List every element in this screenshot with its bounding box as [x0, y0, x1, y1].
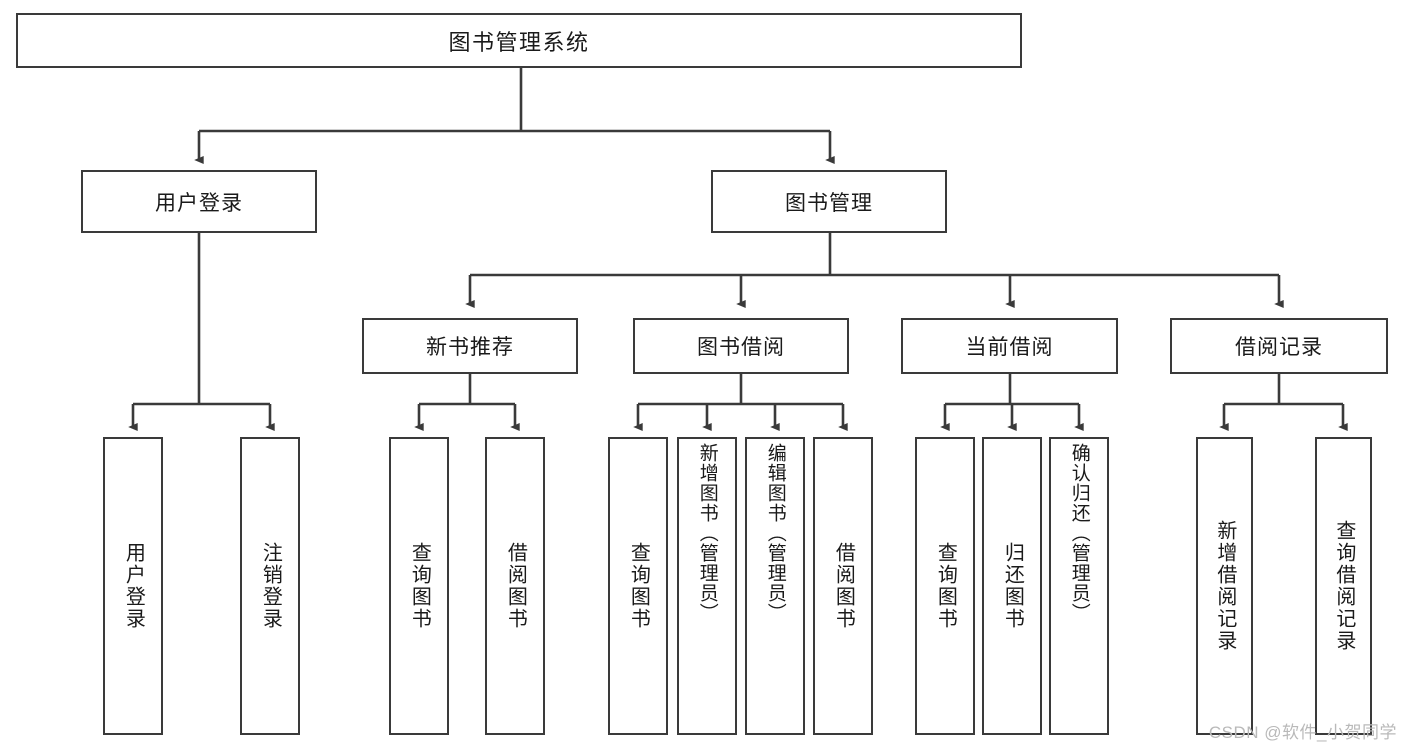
node-label: 用户登录 — [155, 191, 243, 215]
leaf-borrow-record-add-record[interactable]: 新增借阅记录 — [1196, 437, 1253, 735]
leaf-label: 查询图书 — [934, 542, 957, 630]
node-book-borrow[interactable]: 图书借阅 — [633, 318, 849, 374]
node-new-book-recommend[interactable]: 新书推荐 — [362, 318, 578, 374]
node-label: 图书管理 — [785, 191, 873, 215]
leaf-label: 查询图书 — [408, 542, 431, 630]
leaf-current-borrow-confirm-return-admin[interactable]: 确认归还（管理员） — [1049, 437, 1109, 735]
leaf-label: 借阅图书 — [832, 542, 855, 630]
leaf-book-borrow-borrow-book[interactable]: 借阅图书 — [813, 437, 873, 735]
leaf-current-borrow-query-book[interactable]: 查询图书 — [915, 437, 975, 735]
leaf-book-borrow-edit-book-admin[interactable]: 编辑图书（管理员） — [745, 437, 805, 735]
leaf-book-borrow-add-book-admin[interactable]: 新增图书（管理员） — [677, 437, 737, 735]
leaf-label: 编辑图书（管理员） — [764, 443, 786, 623]
node-book-management[interactable]: 图书管理 — [711, 170, 947, 233]
node-label: 借阅记录 — [1235, 336, 1323, 359]
node-root-book-management-system[interactable]: 图书管理系统 — [16, 13, 1022, 68]
leaf-label: 查询图书 — [627, 542, 650, 630]
node-label: 新书推荐 — [426, 336, 514, 359]
leaf-borrow-record-query-record[interactable]: 查询借阅记录 — [1315, 437, 1372, 735]
node-user-login[interactable]: 用户登录 — [81, 170, 317, 233]
leaf-label: 新增图书（管理员） — [696, 443, 718, 623]
leaf-user-login-do-login[interactable]: 用户登录 — [103, 437, 163, 735]
leaf-label: 注销登录 — [259, 542, 282, 630]
watermark-text: CSDN @软件_小贺同学 — [1208, 723, 1397, 742]
leaf-new-book-borrow-book[interactable]: 借阅图书 — [485, 437, 545, 735]
node-label: 图书借阅 — [697, 336, 785, 359]
leaf-new-book-query-book[interactable]: 查询图书 — [389, 437, 449, 735]
node-label: 图书管理系统 — [448, 29, 590, 55]
node-label: 当前借阅 — [965, 336, 1054, 359]
node-current-borrow[interactable]: 当前借阅 — [901, 318, 1118, 374]
leaf-current-borrow-return-book[interactable]: 归还图书 — [982, 437, 1042, 735]
node-borrow-record[interactable]: 借阅记录 — [1170, 318, 1388, 374]
leaf-book-borrow-query-book[interactable]: 查询图书 — [608, 437, 668, 735]
leaf-label: 查询借阅记录 — [1332, 520, 1355, 652]
leaf-label: 新增借阅记录 — [1213, 520, 1236, 652]
leaf-label: 用户登录 — [122, 542, 145, 630]
leaf-user-login-logout[interactable]: 注销登录 — [240, 437, 300, 735]
leaf-label: 借阅图书 — [504, 542, 527, 630]
leaf-label: 确认归还（管理员） — [1068, 443, 1090, 623]
leaf-label: 归还图书 — [1001, 542, 1024, 630]
